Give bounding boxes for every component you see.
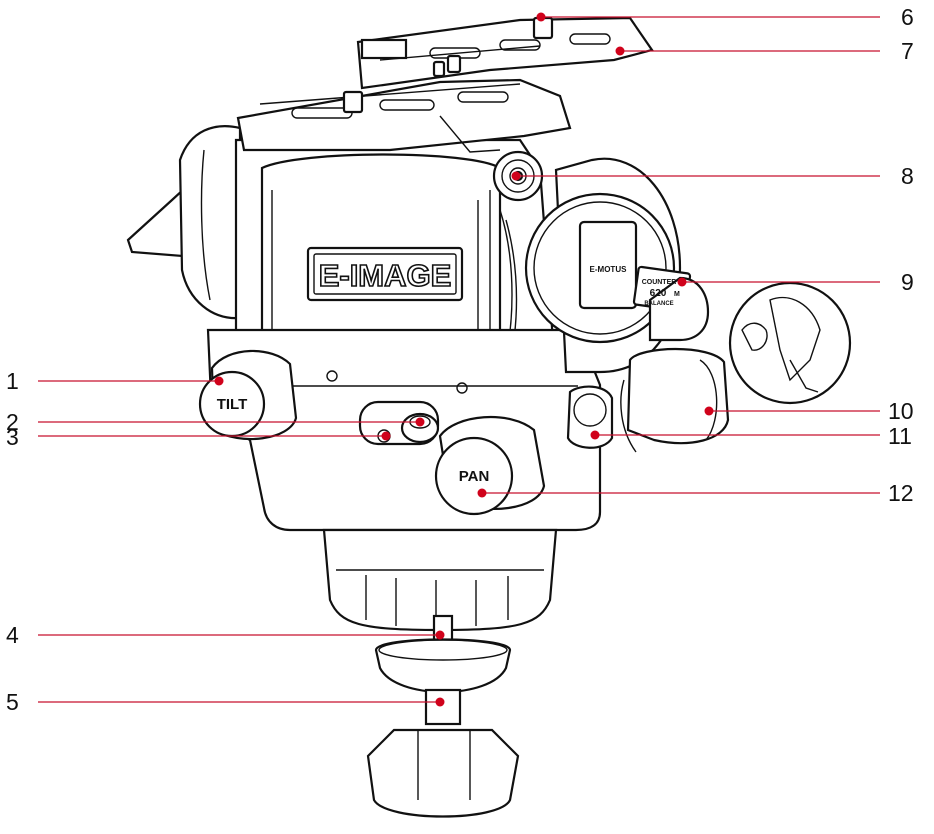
- callout-numbers: 1 2 3 4 5 6 7 8 9 10 11 12: [6, 4, 914, 715]
- clamp-lever: [620, 347, 730, 453]
- callout-number-3: 3: [6, 424, 19, 450]
- callout-number-10: 10: [888, 398, 914, 424]
- tie-down-handle: [366, 638, 520, 818]
- callout-number-9: 9: [901, 269, 914, 295]
- callout-number-11: 11: [888, 423, 912, 449]
- marker-2: [415, 417, 425, 427]
- inset-detail: [728, 281, 852, 405]
- counterbalance-value: 620: [650, 288, 667, 299]
- callout-number-2: 2: [6, 409, 19, 435]
- marker-8: [511, 171, 521, 181]
- top-plate: [236, 16, 654, 153]
- cover-label: E-MOTUS: [590, 265, 628, 274]
- callout-number-5: 5: [6, 689, 19, 715]
- callout-number-6: 6: [901, 4, 914, 30]
- callout-number-8: 8: [901, 163, 914, 189]
- callout-number-12: 12: [888, 480, 914, 506]
- leader-lines: [38, 16, 880, 703]
- marker-9: [677, 277, 687, 287]
- brand-plate-text: E-IMAGE: [319, 258, 452, 293]
- counterbalance-bottom: BALANCE: [644, 301, 673, 307]
- marker-1: [214, 376, 224, 386]
- tilt-knob-label: TILT: [217, 396, 248, 413]
- brand-plate: E-IMAGE: [306, 246, 464, 302]
- pan-knob: PAN: [434, 415, 546, 516]
- marker-12: [477, 488, 487, 498]
- counterbalance-top: COUNTER: [642, 279, 677, 286]
- marker-11: [590, 430, 600, 440]
- bubble-level: [358, 400, 440, 446]
- marker-4: [435, 630, 445, 640]
- counterbalance-dial: COUNTER 620 M BALANCE: [632, 265, 710, 342]
- pan-bar-mount: [126, 125, 242, 320]
- pan-knob-label: PAN: [459, 468, 490, 485]
- counterbalance-unit: M: [674, 291, 680, 298]
- callout-markers: [214, 12, 714, 707]
- marker-3: [381, 431, 391, 441]
- callout-number-7: 7: [901, 38, 914, 64]
- marker-6: [536, 12, 546, 22]
- tilt-knob: TILT: [198, 349, 298, 441]
- callout-number-4: 4: [6, 622, 19, 648]
- small-knob: [566, 385, 614, 449]
- marker-7: [615, 46, 625, 56]
- marker-10: [704, 406, 714, 416]
- marker-5: [435, 697, 445, 707]
- callout-number-1: 1: [6, 368, 19, 394]
